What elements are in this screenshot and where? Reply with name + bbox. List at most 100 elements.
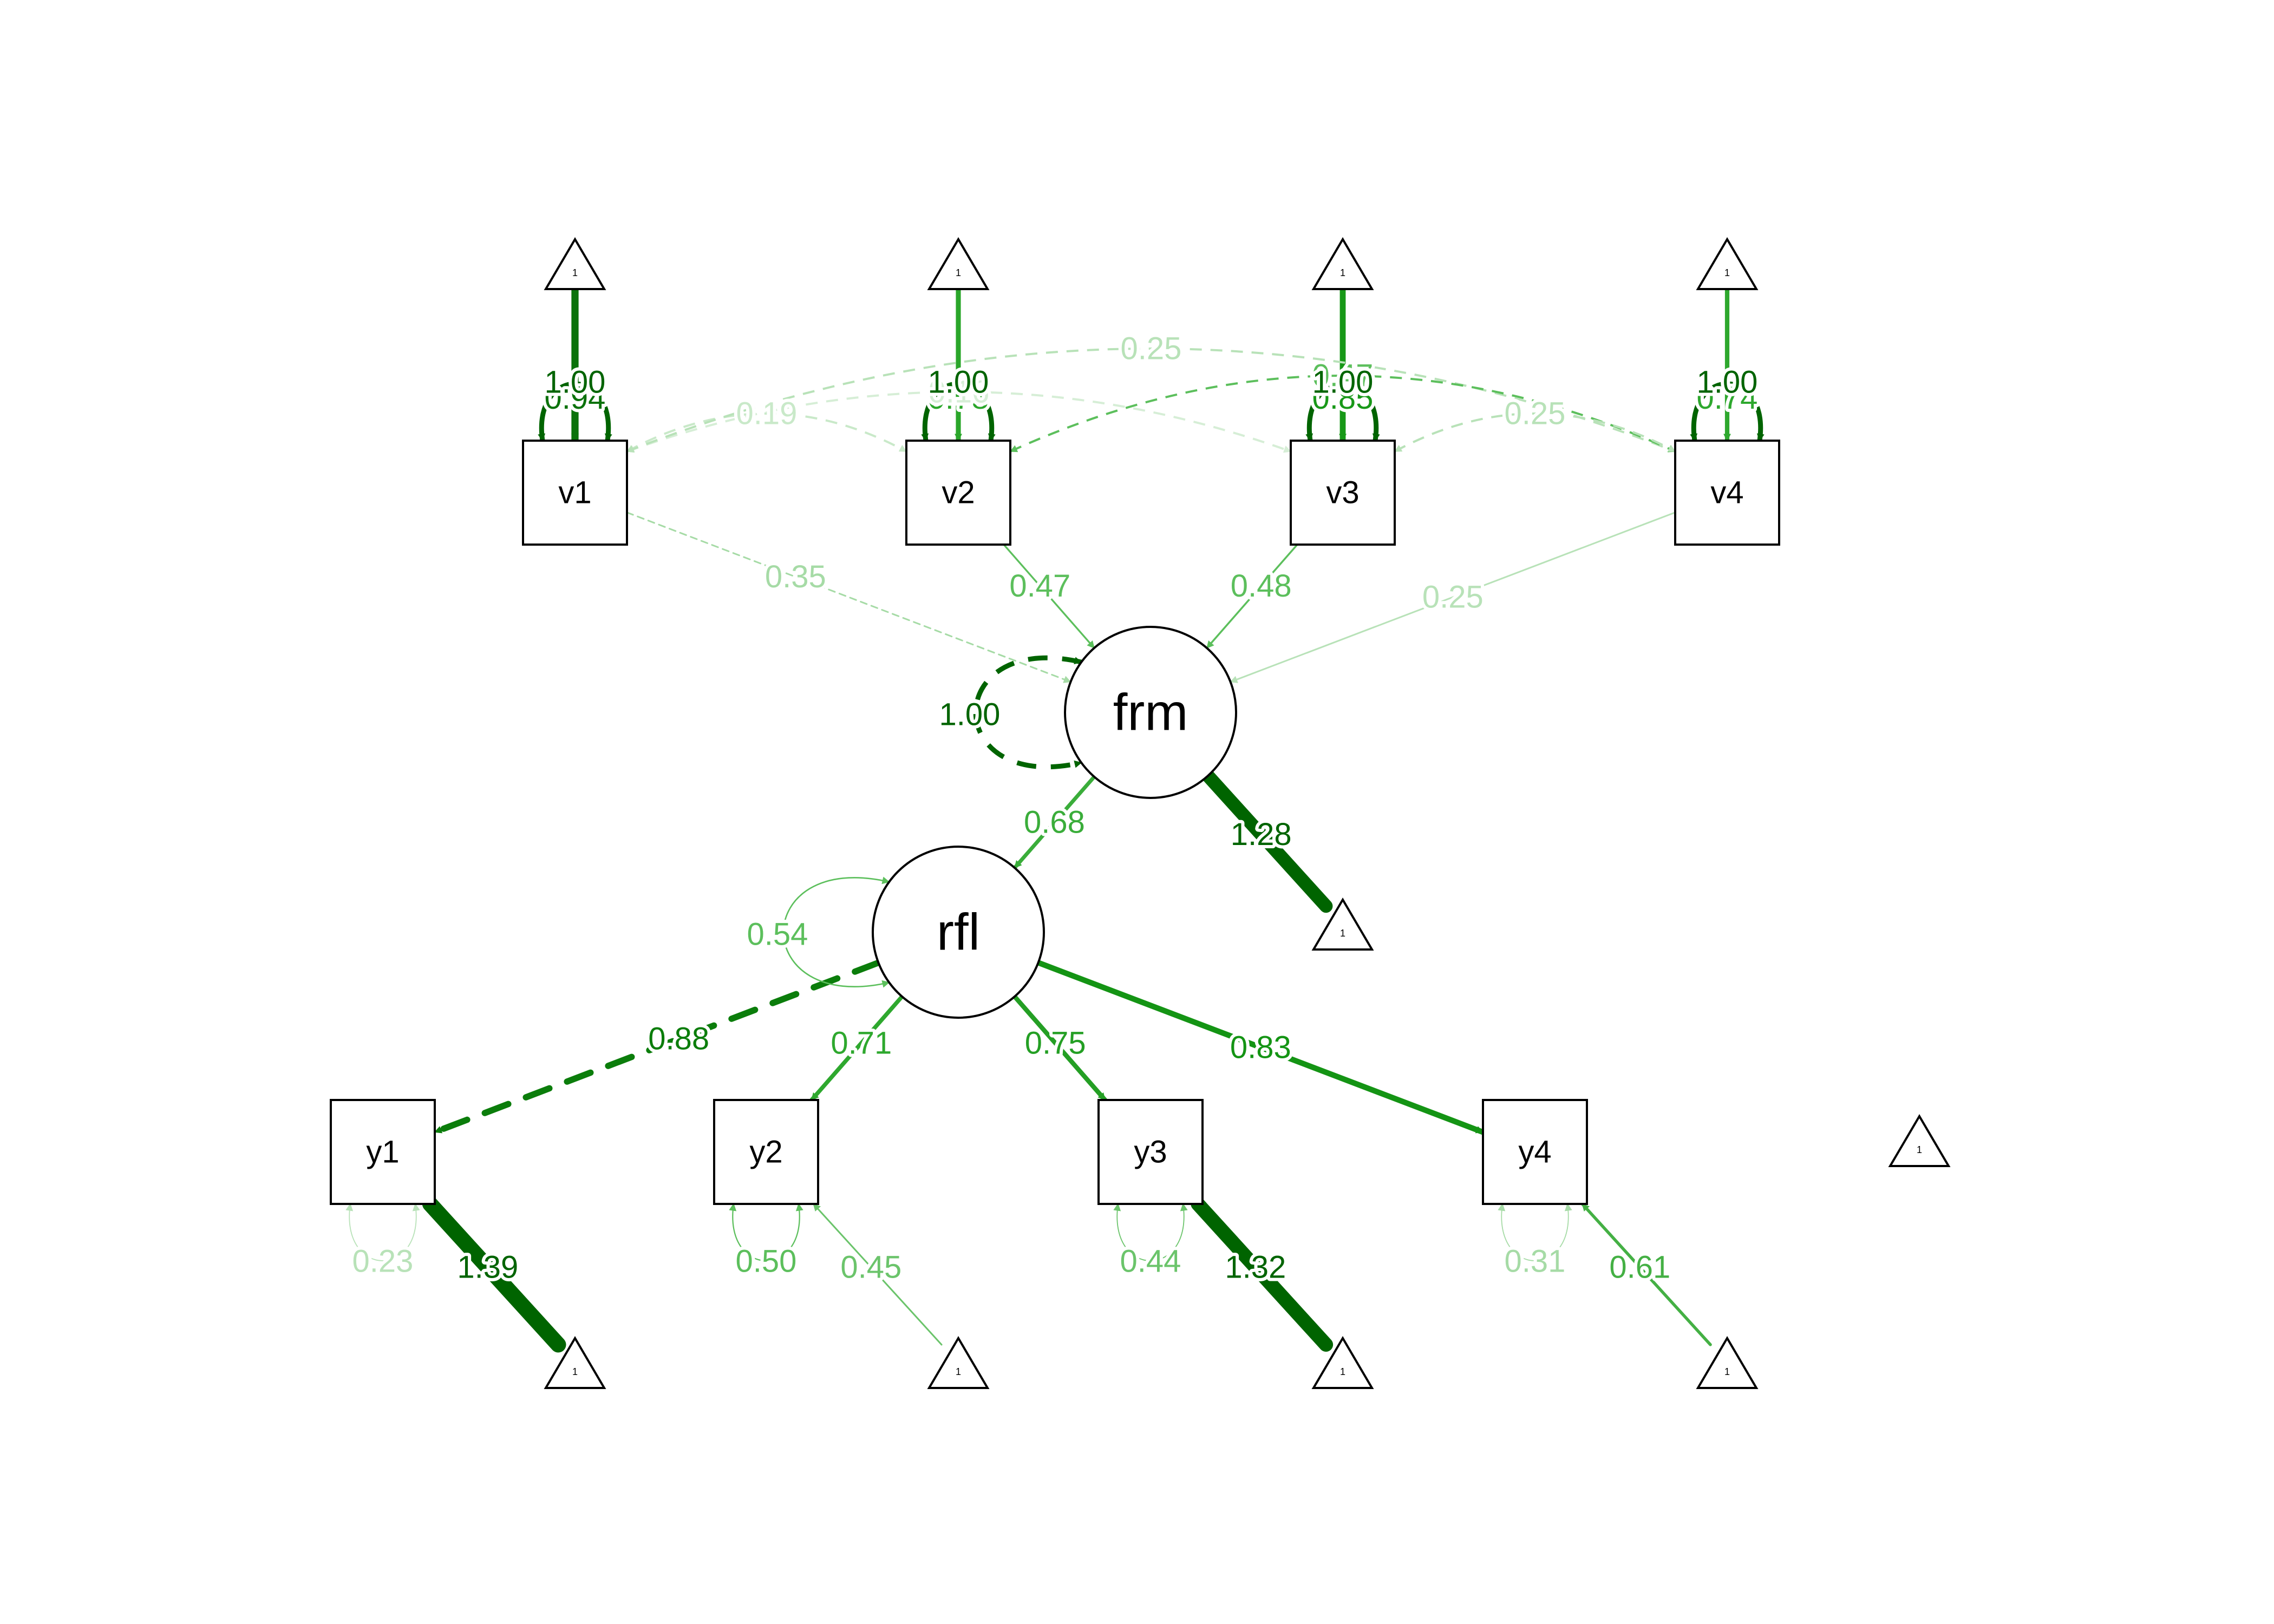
intercept-edge-y4 (1580, 1202, 1712, 1346)
intercept-label: 1 (1724, 267, 1730, 278)
edge-v4-frm-label: 0.25 (1422, 580, 1484, 615)
variance-loop-frm (973, 655, 1082, 770)
intercept-edge-y1-label-halo: 1.39 (457, 1249, 518, 1285)
intercept-edge-y4-label: 0.61 (1609, 1249, 1670, 1285)
node-label-v4: v4 (1710, 475, 1743, 510)
intercept-y4: 1 (1696, 1336, 1759, 1389)
node-shape-y1 (330, 1099, 436, 1205)
node-y2: y2 (713, 1099, 819, 1205)
variance-label-v1-halo: 1.00 (545, 365, 606, 400)
node-shape-v3 (1290, 440, 1396, 546)
intercept-label: 1 (572, 1366, 578, 1377)
intercept-edge-y2 (812, 1203, 943, 1346)
edge-rfl-y1 (432, 959, 882, 1136)
intercept-edge-frm (1201, 769, 1333, 913)
variance-label-v4: 1.00 (1697, 365, 1758, 400)
edge-v3-frm (1206, 543, 1298, 649)
intercept-frm: 1 (1311, 898, 1374, 951)
variance-label-frm-halo: 1.00 (939, 697, 1001, 732)
node-shape-y4 (1482, 1099, 1588, 1205)
covariance-label-v1-v4: 0.25 (1121, 331, 1182, 366)
intercept-label: 1 (572, 267, 578, 278)
node-shape-v2 (905, 440, 1011, 546)
intercept-edge-y3-label: 1.32 (1225, 1249, 1286, 1285)
intercept-edge-y4-label-halo: 0.61 (1609, 1249, 1670, 1285)
covariance-label-v1-v3-halo: 0.16 (929, 375, 990, 410)
intercept-triangle (927, 237, 990, 290)
node-label-v2: v2 (942, 475, 975, 510)
intercept-triangle (544, 237, 606, 290)
intercept-label: 1 (1340, 267, 1345, 278)
edge-rfl-y4 (1035, 960, 1486, 1135)
edge-rfl-y4-label: 0.83 (1230, 1030, 1291, 1065)
node-v4: v4 (1674, 440, 1780, 546)
variance-label-v4-halo: 1.00 (1697, 365, 1758, 400)
edge-rfl-y1-label: 0.88 (648, 1021, 709, 1057)
covariance-label-v1-v3: 0.16 (929, 375, 990, 410)
node-label-y3: y3 (1134, 1135, 1167, 1170)
intercept-triangle (1311, 1336, 1374, 1389)
edge-rfl-y2-label: 0.71 (831, 1025, 892, 1060)
variance-label-rfl: 0.54 (747, 917, 808, 952)
variance-label-y1: 0.23 (352, 1244, 414, 1279)
intercept-triangle (1696, 1336, 1759, 1389)
variance-loop-v2 (921, 381, 996, 442)
intercept-triangle (1311, 898, 1374, 951)
variance-loop-y2 (729, 1203, 803, 1262)
intercept-edge-v4-label: 0.74 (1697, 381, 1758, 416)
covariance-label-v1-v2-halo: 0.19 (736, 396, 798, 431)
intercept-edge-v1-label: 0.94 (545, 381, 606, 416)
edges-layer (345, 285, 1765, 1353)
intercept-y2: 1 (927, 1336, 990, 1389)
covariance-v3-v4 (1394, 412, 1676, 453)
covariance-label-v1-v2: 0.19 (736, 396, 798, 431)
node-frm: frm (1064, 626, 1237, 799)
variance-loop-rfl (783, 876, 890, 988)
edge-rfl-y4-label-halo: 0.83 (1230, 1030, 1291, 1065)
variance-loop-y1 (345, 1203, 420, 1261)
edge-v4-frm-label-halo: 0.25 (1422, 580, 1484, 615)
edge-v3-frm-label: 0.48 (1231, 568, 1292, 604)
node-label-rfl: rfl (937, 903, 980, 961)
variance-loop-v1 (538, 381, 612, 442)
intercept-rfl: 1 (1888, 1114, 1951, 1167)
variance-label-y4: 0.31 (1505, 1244, 1566, 1279)
node-label-v3: v3 (1326, 475, 1359, 510)
intercept-edge-y1 (422, 1196, 566, 1353)
intercept-edge-frm-label: 1.28 (1231, 817, 1292, 852)
node-label-y2: y2 (749, 1135, 782, 1170)
node-shape-v4 (1674, 440, 1780, 546)
variance-loop-y4 (1498, 1203, 1572, 1261)
variance-label-v3: 1.00 (1312, 365, 1374, 400)
node-shape-v1 (522, 440, 628, 546)
node-label-frm: frm (1113, 684, 1188, 742)
intercept-edge-v4-label-halo: 0.74 (1697, 381, 1758, 416)
edge-rfl-y3-label: 0.75 (1025, 1025, 1086, 1060)
variance-label-y1-halo: 0.23 (352, 1244, 414, 1279)
intercept-edge-v2-label-halo: 0.78 (928, 381, 989, 416)
covariance-label-v1-v4-halo: 0.25 (1121, 331, 1182, 366)
edge-frm-rfl-label-halo: 0.68 (1024, 805, 1085, 840)
variance-label-v2-halo: 1.00 (928, 365, 989, 400)
node-label-y1: y1 (366, 1135, 399, 1170)
intercept-triangle (1888, 1114, 1951, 1167)
variance-label-y3: 0.44 (1120, 1244, 1181, 1279)
edge-v2-frm-label-halo: 0.47 (1009, 568, 1070, 604)
variance-loop-y3 (1113, 1203, 1188, 1261)
edge-rfl-y1-label-halo: 0.88 (648, 1021, 709, 1057)
intercept-edge-v1-label-halo: 0.94 (545, 381, 606, 416)
covariance-v2-v4 (1009, 375, 1676, 453)
intercept-v3: 1 (1311, 237, 1374, 290)
intercept-triangle (927, 1336, 990, 1389)
intercept-edge-v2-label: 0.78 (928, 381, 989, 416)
intercept-y1: 1 (544, 1336, 606, 1389)
edge-rfl-y2 (809, 994, 904, 1102)
covariance-label-v2-v4: 0.47 (1312, 358, 1374, 394)
edge-rfl-y3-label-halo: 0.75 (1025, 1025, 1086, 1060)
intercept-triangle (1696, 237, 1759, 290)
edge-v2-frm-label: 0.47 (1009, 568, 1070, 604)
covariance-label-v3-v4: 0.25 (1505, 396, 1566, 431)
node-v1: v1 (522, 440, 628, 546)
